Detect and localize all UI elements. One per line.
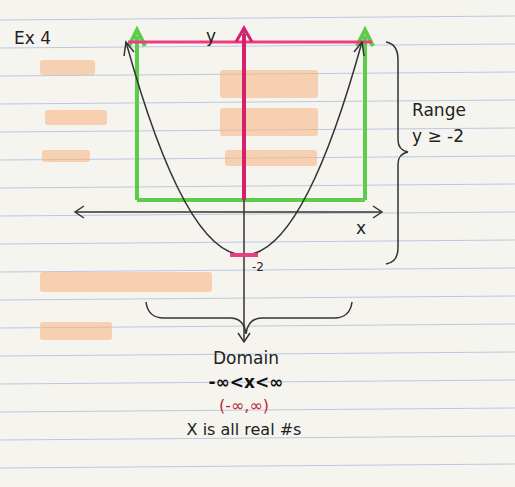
range-brace (386, 42, 408, 264)
example-number: Ex 4 (14, 28, 51, 48)
domain-inequality: -∞<x<∞ (209, 372, 284, 392)
domain-brace (146, 302, 352, 334)
parabola (126, 42, 362, 255)
y-axis-arrowhead (236, 28, 252, 42)
axis-label: x (356, 218, 366, 238)
parabola-arrow-left (124, 42, 134, 56)
domain-heading: Domain (213, 348, 279, 368)
range-shading (129, 30, 373, 200)
vertex-mark (230, 253, 258, 257)
y-axis-highlight (242, 34, 246, 200)
axis-label: y (206, 26, 216, 46)
range-heading: Range (412, 100, 466, 120)
vertex-value: -2 (252, 260, 264, 274)
range-value: y ≥ -2 (412, 126, 464, 146)
ruled-lines (0, 16, 515, 468)
domain-note: X is all real #s (187, 420, 302, 439)
parabola-arrow-right (354, 42, 364, 56)
axes (75, 30, 382, 342)
interval-notation: (-∞,∞) (219, 396, 269, 415)
